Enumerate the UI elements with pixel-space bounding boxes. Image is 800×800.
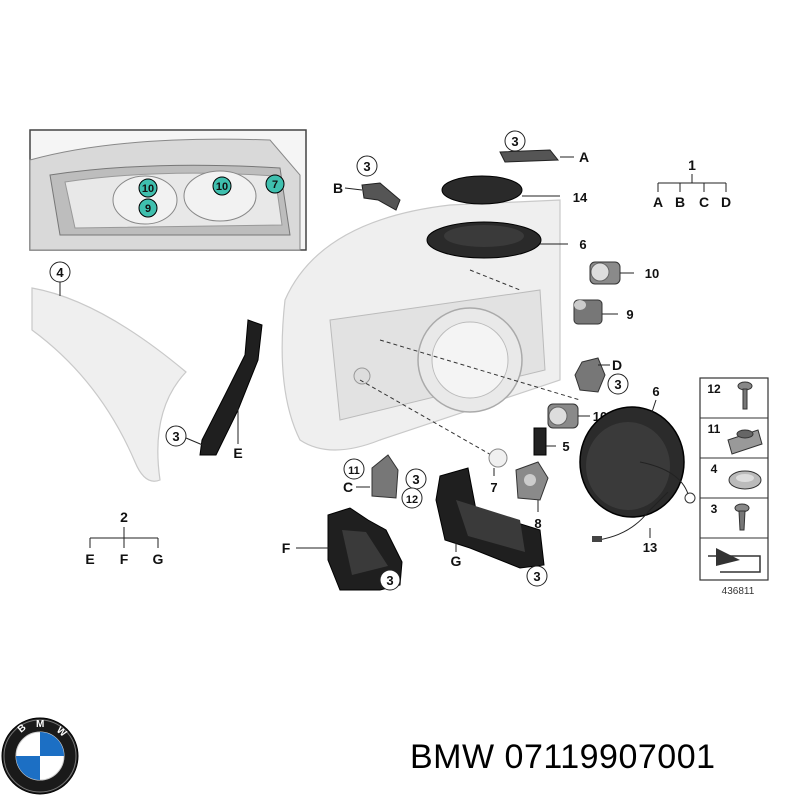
callout-6-top-label: 6 — [579, 237, 586, 252]
bracket-b-part: 3 B — [333, 155, 401, 211]
bracket-d-part: D 3 — [574, 357, 629, 395]
tree1-child-a: A — [653, 194, 663, 210]
cover-cap-6-part: 6 — [579, 384, 696, 518]
letter-a-label: A — [579, 149, 589, 165]
tree2-child-g: G — [153, 551, 164, 567]
callout-6-label: 6 — [652, 384, 659, 399]
callout-a3 — [504, 130, 526, 152]
expanding-rivet-icon — [728, 470, 762, 490]
callout-c12-label: 12 — [406, 494, 418, 506]
bracket-f-part: F 3 — [282, 507, 403, 591]
inset-vehicle-view: 10 9 10 7 — [29, 129, 307, 251]
part-number-caption: BMW 07119907001 — [410, 738, 716, 776]
legend-row-11-num: 11 — [708, 422, 721, 436]
callout-g3 — [526, 565, 548, 587]
bulb-socket-10-lower-part: 10 — [547, 403, 607, 429]
tree2-child-f: F — [120, 551, 129, 567]
diagram-number: 436811 — [722, 586, 755, 597]
bulb-7-part: 7 — [488, 448, 508, 495]
self-tapping-screw-icon — [734, 503, 750, 531]
tree2-child-e: E — [85, 551, 94, 567]
trim-panel-part: 4 — [31, 261, 187, 482]
screw-icon — [737, 381, 753, 410]
inset-callout-7-label: 7 — [272, 179, 278, 191]
socket-8-part: 8 — [515, 461, 549, 531]
bracket-e-part: 3 E — [165, 319, 263, 461]
assembly-tree-1: 1 A B C D — [653, 157, 731, 210]
inset-callout-9 — [138, 198, 158, 218]
callout-a3-label: 3 — [511, 134, 518, 149]
callout-f3-label: 3 — [386, 573, 393, 588]
headlight-housing — [281, 199, 581, 461]
callout-b3 — [356, 155, 378, 177]
letter-e-label: E — [233, 445, 242, 461]
bulb-9-part: 9 — [573, 299, 634, 325]
callout-g3-label: 3 — [533, 569, 540, 584]
assembly-tree-2: 2 E F G — [85, 509, 163, 567]
letter-f-label: F — [282, 540, 291, 556]
callout-f3 — [379, 569, 401, 591]
cover-cap-6-top-part: 6 — [426, 221, 587, 259]
legend-row-12-num: 12 — [707, 382, 721, 396]
letter-d-label: D — [612, 357, 622, 373]
callout-e3-label: 3 — [172, 429, 179, 444]
letter-b-label: B — [333, 180, 343, 196]
tree1-child-c: C — [699, 194, 709, 210]
callout-c11 — [343, 458, 365, 480]
inset-callout-10b-label: 10 — [216, 181, 228, 193]
callout-4 — [49, 261, 71, 283]
tree2-root: 2 — [120, 509, 128, 525]
legend-row-4-num: 4 — [711, 462, 718, 476]
hose-5-part: 5 — [533, 427, 570, 456]
tree1-child-d: D — [721, 194, 731, 210]
callout-13-label: 13 — [643, 540, 657, 555]
callout-7-label: 7 — [490, 480, 497, 495]
callout-4-label: 4 — [56, 265, 64, 280]
clip-nut-icon — [727, 429, 763, 455]
callout-8-label: 8 — [534, 516, 541, 531]
view-direction-icon — [708, 548, 761, 573]
callout-c12 — [401, 487, 423, 509]
callout-14-label: 14 — [573, 190, 588, 205]
bracket-a-part: 3 A — [499, 130, 589, 165]
bracket-c-part: 11 3 12 C — [343, 454, 427, 509]
wire-13-part: 13 — [592, 491, 669, 555]
callout-c3-label: 3 — [412, 472, 419, 487]
callout-10a-label: 10 — [645, 266, 659, 281]
callout-d3-label: 3 — [614, 377, 621, 392]
svg-text:M: M — [36, 719, 44, 730]
inset-callout-10a — [138, 178, 158, 198]
inset-callout-7 — [265, 174, 285, 194]
bracket-g-part: G 3 — [435, 467, 548, 587]
cover-cap-14-part: 14 — [441, 175, 588, 205]
callout-c11-label: 11 — [348, 465, 360, 477]
bmw-logo: B M W — [1, 717, 79, 795]
inset-callout-10b — [212, 176, 232, 196]
callout-e3 — [165, 425, 187, 447]
callout-d3 — [607, 373, 629, 395]
bulb-socket-10-upper-part: 10 — [589, 261, 659, 285]
callout-9-label: 9 — [626, 307, 633, 322]
inset-callout-10a-label: 10 — [142, 183, 154, 195]
tree1-root: 1 — [688, 157, 696, 173]
letter-g-label: G — [451, 553, 462, 569]
inset-callout-9-label: 9 — [145, 203, 151, 215]
callout-5-label: 5 — [562, 439, 569, 454]
letter-c-label: C — [343, 479, 353, 495]
legend-row-3-num: 3 — [711, 502, 718, 516]
fastener-legend: 12 11 4 3 436811 — [699, 377, 769, 597]
tree1-child-b: B — [675, 194, 685, 210]
callout-b3-label: 3 — [363, 159, 370, 174]
